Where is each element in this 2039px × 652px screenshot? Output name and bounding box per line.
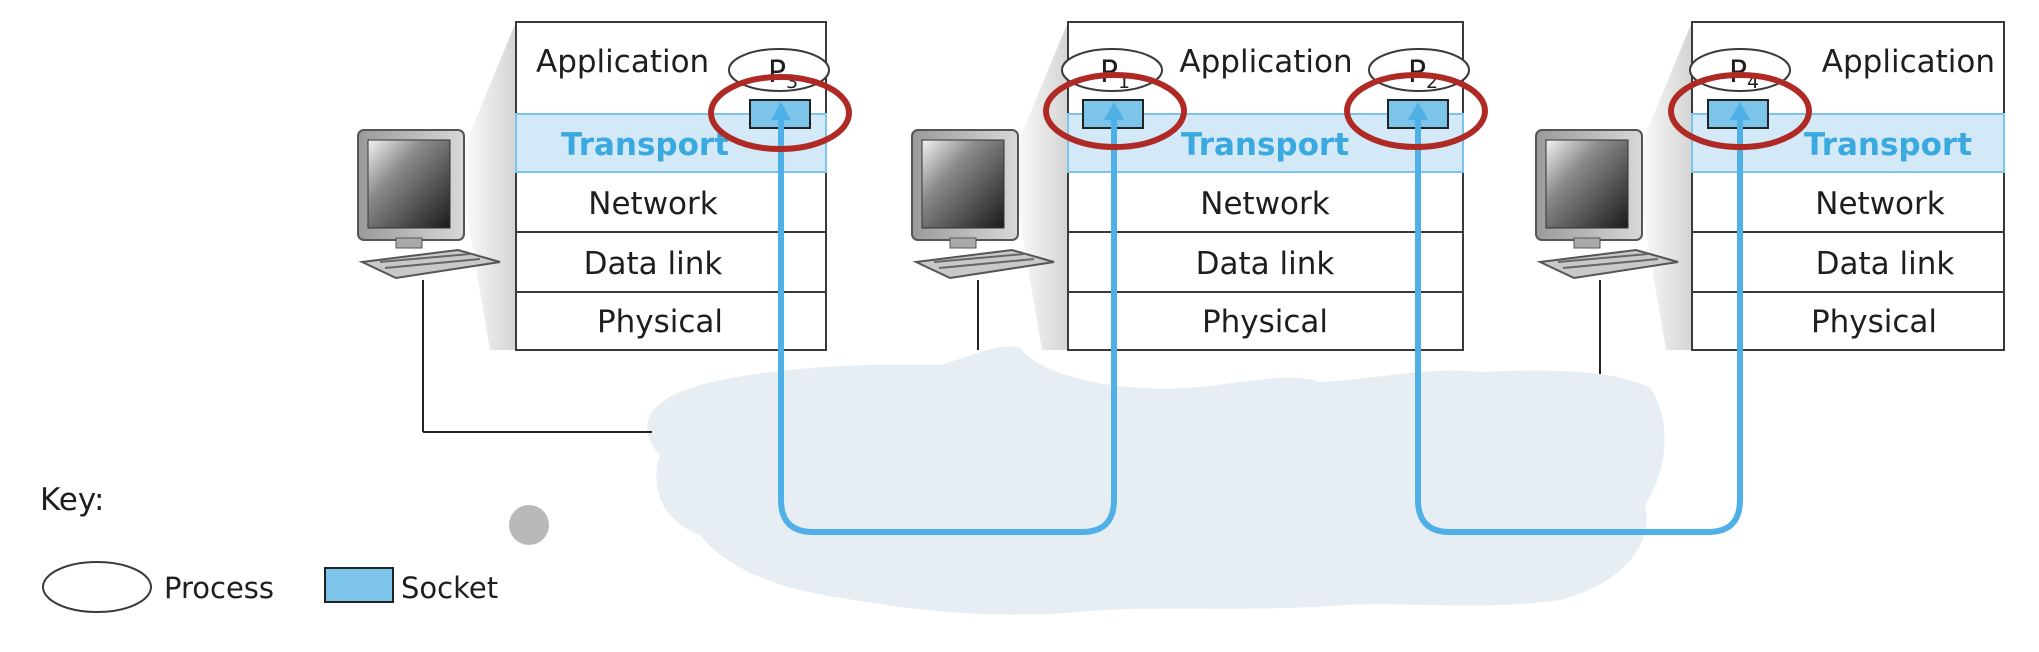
arrowhead-p1 [1104, 102, 1124, 120]
host-2-application-label: Application [1179, 44, 1352, 80]
host-1-network-label: Network [588, 186, 717, 222]
host-3-physical-label: Physical [1811, 304, 1937, 340]
host-1: Application Transport Network Data link … [357, 21, 830, 433]
highlight-circle-p2 [1344, 72, 1488, 150]
host-1-physical-label: Physical [597, 304, 723, 340]
host-3-datalink-label: Data link [1816, 246, 1955, 282]
host-1-computer-icon [357, 129, 501, 280]
legend-socket-label: Socket [401, 571, 498, 605]
arrowhead-p4 [1730, 102, 1750, 120]
host-3-computer-icon [1535, 129, 1679, 280]
host-2: Application Transport Network Data link … [911, 21, 1470, 351]
process-p3-letter: P [768, 55, 786, 90]
host-1-transport-label: Transport [561, 127, 729, 163]
highlight-circle-p3 [708, 74, 852, 152]
connection-p3-p1 [778, 116, 1117, 535]
host-2-datalink-label: Data link [1196, 246, 1335, 282]
host-3-application-label: Application [1822, 44, 1995, 80]
arrowhead-p2 [1408, 102, 1428, 120]
process-p4: P 4 [1689, 48, 1791, 93]
legend-process-symbol [42, 561, 152, 613]
host-2-physical-label: Physical [1202, 304, 1328, 340]
host-2-projection [1010, 22, 1068, 350]
legend: Key: Process Socket [40, 482, 549, 613]
network-cloud [647, 346, 1665, 615]
host-2-computer-icon [911, 129, 1055, 280]
highlight-circle-p4 [1668, 72, 1812, 150]
host-1-datalink-label: Data link [584, 246, 723, 282]
host-3-transport-label: Transport [1804, 127, 1972, 163]
host-3-network-label: Network [1815, 186, 1944, 222]
host-1-projection [458, 22, 516, 350]
legend-process-label: Process [164, 571, 274, 605]
host-2-transport-label: Transport [1181, 127, 1349, 163]
host-3: Application Transport Network Data link … [1535, 21, 2005, 374]
host-3-protocol-stack: Application Transport Network Data link … [1691, 21, 2005, 351]
gray-dot [509, 505, 549, 545]
connection-p2-p4 [1415, 116, 1743, 535]
legend-socket-symbol [324, 567, 394, 603]
highlight-circle-p1 [1043, 72, 1187, 150]
host-1-application-label: Application [536, 44, 709, 80]
host-3-projection [1634, 22, 1692, 350]
key-title: Key: [40, 482, 104, 518]
host-2-network-label: Network [1200, 186, 1329, 222]
arrowhead-p3 [771, 102, 791, 120]
